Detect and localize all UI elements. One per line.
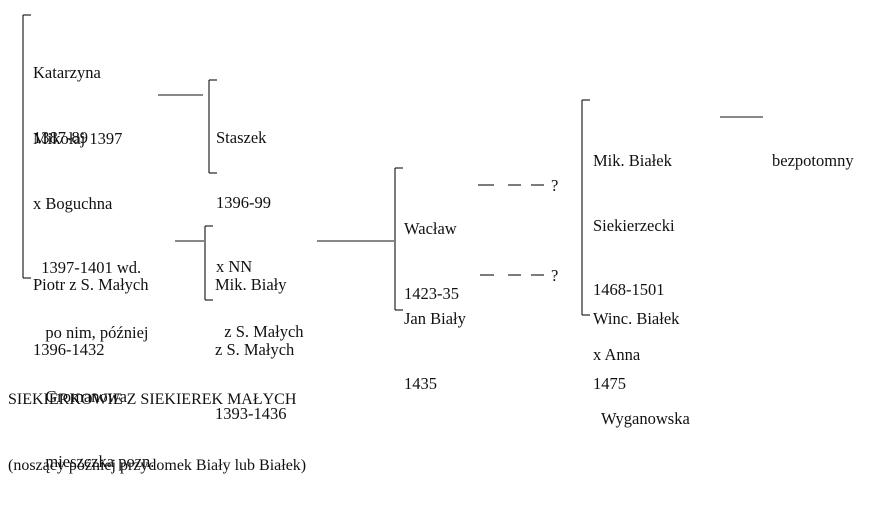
node-line: 1387-89 (33, 127, 88, 147)
node-line: Piotr z S. Małych (33, 275, 149, 294)
node-line: z S. Małych (215, 339, 295, 359)
node-line: Jan Biały (404, 309, 466, 328)
node-line: Katarzyna (33, 63, 101, 82)
node-line: Mik. Biały (215, 275, 287, 294)
node-line: 1468-1501 (593, 280, 665, 299)
node-line: Mik. Białek (593, 151, 672, 170)
uncertain-mark: ? (551, 176, 559, 195)
node-line: po nim, później (33, 322, 149, 342)
node-jan-bialy: Jan Biały 1435 (404, 265, 466, 437)
node-line: Mikołaj 1397 (33, 129, 123, 148)
tree-connectors (22, 14, 763, 316)
node-winc-bialek: Winc. Białek 1475 (593, 265, 679, 437)
node-line: x NN (216, 257, 253, 276)
node-line: x Boguchna (33, 193, 113, 213)
node-line: z S. Małych (216, 321, 304, 341)
caption-title: SIEKIERKOWIE Z SIEKIEREK MAŁYCH (8, 391, 297, 408)
uncertain-mark: ? (551, 266, 559, 285)
node-waclaw: Wacław 1423-35 (404, 175, 459, 347)
node-line: Winc. Białek (593, 309, 680, 328)
caption: SIEKIERKOWIE Z SIEKIEREK MAŁYCH (noszący… (8, 345, 306, 521)
node-piotr: Piotr z S. Małych 1396-1432 (33, 231, 149, 403)
node-line: 1475 (593, 373, 626, 393)
caption-subtitle: (noszący później przydomek Biały lub Bia… (8, 457, 307, 474)
node-staszek: Staszek 1396-99 x NN z S. Małych (216, 84, 304, 385)
node-line: Wacław (404, 219, 457, 238)
node-bezpotomny: bezpotomny (772, 107, 854, 215)
node-line: x Anna (593, 344, 641, 364)
node-line: 1396-1432 (33, 339, 105, 359)
genealogy-tree: Katarzyna 1387-89 Mikołaj 1397 x Boguchn… (8, 14, 854, 474)
node-line: 1397-1401 wd. (33, 258, 142, 277)
node-line: bezpotomny (772, 151, 854, 170)
node-line: 1423-35 (404, 283, 459, 303)
node-line: Siekierzecki (593, 215, 675, 235)
node-line: 1396-99 (216, 192, 271, 212)
node-line: 1435 (404, 373, 437, 393)
node-katarzyna: Katarzyna 1387-89 (33, 19, 101, 191)
node-line: Staszek (216, 128, 267, 147)
